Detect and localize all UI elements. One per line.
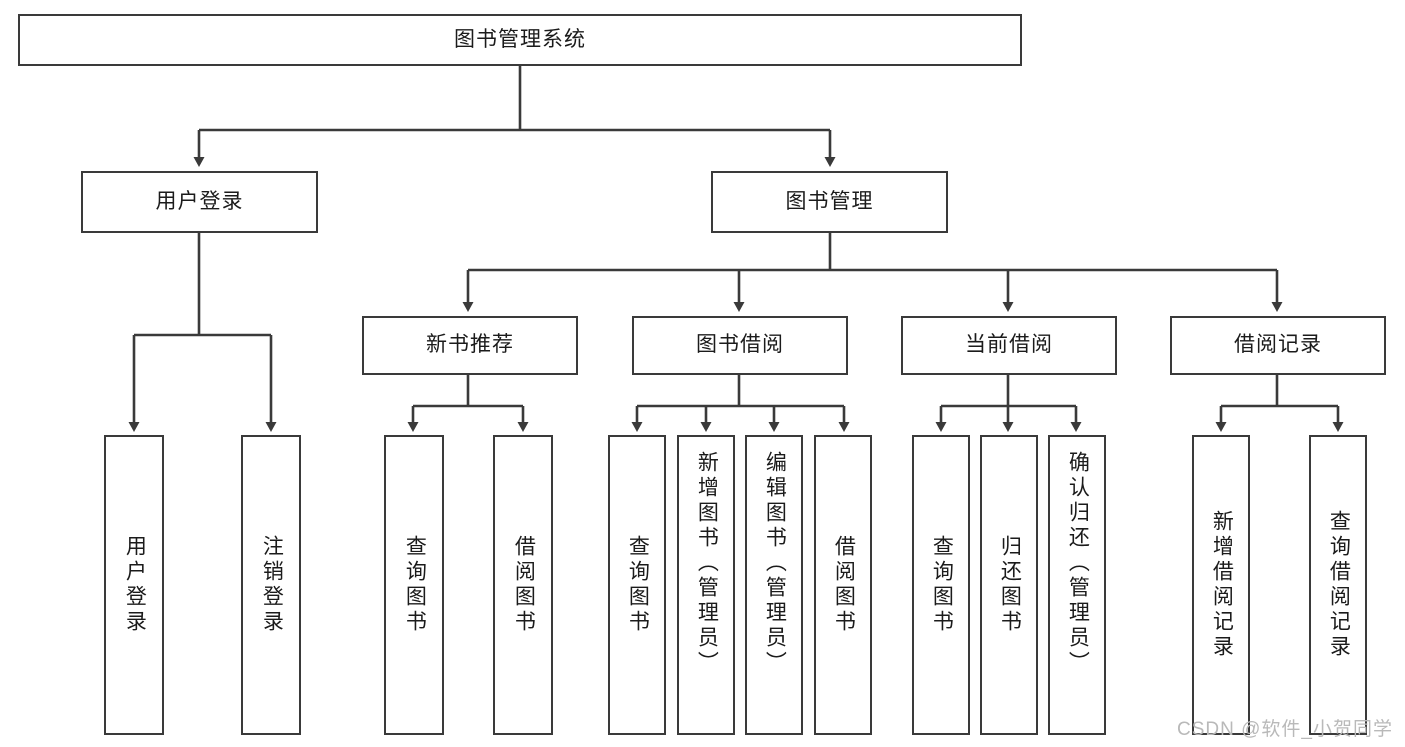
node-label: 归还图书 bbox=[998, 535, 1022, 635]
node-label: 图书管理系统 bbox=[454, 27, 586, 51]
node-user-login[interactable]: 用户登录 bbox=[81, 171, 318, 233]
node-borrow-records[interactable]: 借阅记录 bbox=[1170, 316, 1386, 375]
node-leaf-edit-book-admin[interactable]: 编辑图书（管理员） bbox=[745, 435, 803, 735]
node-leaf-borrow-book[interactable]: 借阅图书 bbox=[814, 435, 872, 735]
node-label: 新增借阅记录 bbox=[1210, 510, 1234, 660]
node-new-book-recommend[interactable]: 新书推荐 bbox=[362, 316, 578, 375]
node-label: 图书管理 bbox=[785, 189, 874, 213]
node-label: 当前借阅 bbox=[965, 333, 1053, 357]
node-label: 编辑图书（管理员） bbox=[763, 451, 787, 676]
node-leaf-query-book-recommend[interactable]: 查询图书 bbox=[384, 435, 444, 735]
node-leaf-query-book-current[interactable]: 查询图书 bbox=[912, 435, 970, 735]
node-leaf-add-book-admin[interactable]: 新增图书（管理员） bbox=[677, 435, 735, 735]
node-label: 查询借阅记录 bbox=[1327, 510, 1351, 660]
node-leaf-confirm-return-admin[interactable]: 确认归还（管理员） bbox=[1048, 435, 1106, 735]
node-book-borrow[interactable]: 图书借阅 bbox=[632, 316, 848, 375]
node-label: 注销登录 bbox=[260, 535, 284, 635]
node-label: 查询图书 bbox=[930, 535, 954, 635]
node-leaf-query-book-borrow[interactable]: 查询图书 bbox=[608, 435, 666, 735]
node-leaf-borrow-book-recommend[interactable]: 借阅图书 bbox=[493, 435, 553, 735]
node-label: 新书推荐 bbox=[426, 333, 514, 357]
node-label: 新增图书（管理员） bbox=[695, 451, 719, 676]
node-label: 借阅图书 bbox=[832, 535, 856, 635]
node-label: 查询图书 bbox=[403, 535, 427, 635]
node-current-borrow[interactable]: 当前借阅 bbox=[901, 316, 1117, 375]
node-book-management[interactable]: 图书管理 bbox=[711, 171, 948, 233]
node-label: 借阅图书 bbox=[512, 535, 536, 635]
node-root-book-management-system[interactable]: 图书管理系统 bbox=[18, 14, 1022, 66]
node-label: 用户登录 bbox=[123, 535, 147, 635]
node-leaf-return-book[interactable]: 归还图书 bbox=[980, 435, 1038, 735]
node-leaf-logout[interactable]: 注销登录 bbox=[241, 435, 301, 735]
watermark-text: CSDN @软件_小贺同学 bbox=[1177, 719, 1393, 740]
node-label: 用户登录 bbox=[155, 189, 244, 213]
node-label: 确认归还（管理员） bbox=[1066, 451, 1090, 676]
node-leaf-query-borrow-record[interactable]: 查询借阅记录 bbox=[1309, 435, 1367, 735]
node-label: 查询图书 bbox=[626, 535, 650, 635]
node-label: 图书借阅 bbox=[696, 333, 784, 357]
node-label: 借阅记录 bbox=[1234, 333, 1322, 357]
node-leaf-user-login[interactable]: 用户登录 bbox=[104, 435, 164, 735]
node-leaf-add-borrow-record[interactable]: 新增借阅记录 bbox=[1192, 435, 1250, 735]
